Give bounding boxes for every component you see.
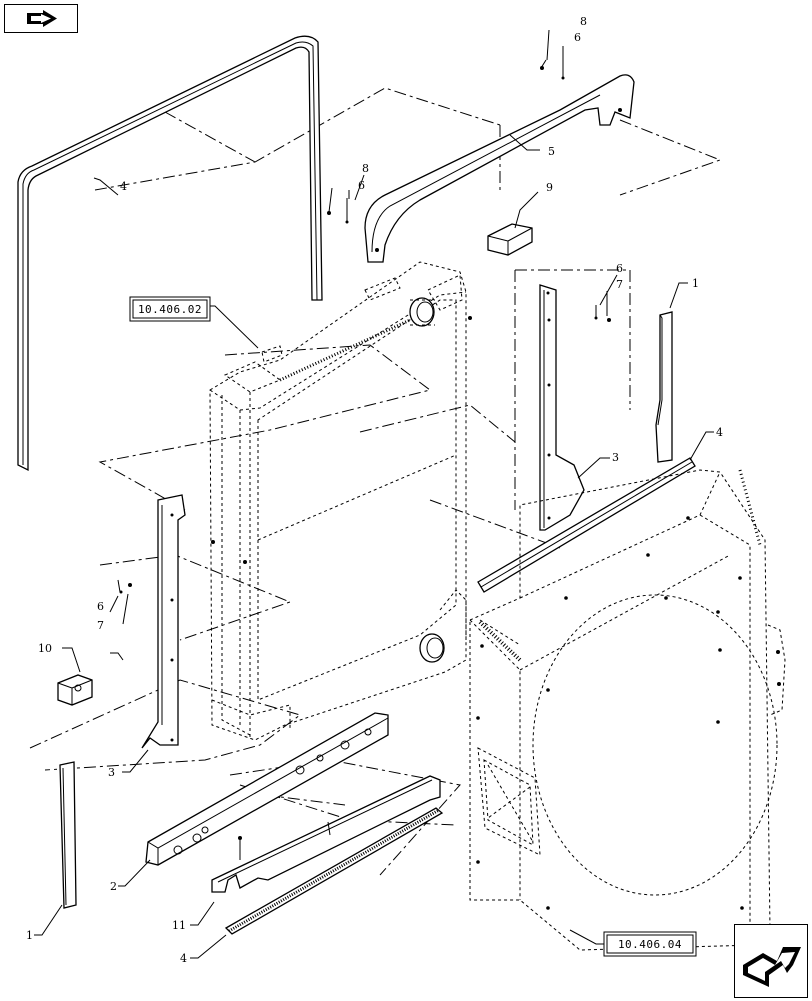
leader-lines bbox=[34, 29, 714, 959]
callout-11: 11 bbox=[172, 919, 186, 932]
callout-3: 3 bbox=[108, 766, 115, 779]
seal-strip-top bbox=[17, 35, 323, 472]
callout-3: 3 bbox=[612, 451, 619, 464]
callout-8: 8 bbox=[580, 15, 587, 28]
callout-6: 6 bbox=[616, 262, 623, 275]
callout-4: 4 bbox=[180, 952, 187, 965]
callout-7: 7 bbox=[616, 278, 623, 291]
bottom-mount-bracket bbox=[211, 775, 441, 893]
callout-2: 2 bbox=[110, 880, 117, 893]
callout-1: 1 bbox=[692, 277, 699, 290]
reference-link-radiator[interactable]: 10.406.02 bbox=[129, 296, 211, 322]
callout-8: 8 bbox=[362, 162, 369, 175]
callout-4: 4 bbox=[716, 426, 723, 439]
alignment-lines bbox=[29, 87, 722, 876]
callout-10: 10 bbox=[38, 642, 52, 655]
reference-label-radiator: 10.406.02 bbox=[138, 303, 202, 316]
foam-strip-left bbox=[59, 761, 77, 909]
seal-strip-bottom bbox=[224, 807, 444, 935]
arrow-previous-icon bbox=[27, 10, 57, 27]
reference-label-shroud: 10.406.04 bbox=[618, 938, 682, 951]
top-bracket bbox=[364, 74, 635, 263]
hardware-top bbox=[117, 59, 611, 594]
callout-6: 6 bbox=[97, 600, 104, 613]
side-channel-right bbox=[539, 284, 585, 531]
callout-5: 5 bbox=[548, 145, 555, 158]
rubber-block bbox=[487, 223, 533, 256]
foam-strip-right bbox=[655, 311, 673, 463]
clamp-block bbox=[57, 674, 93, 706]
side-channel-left bbox=[141, 494, 186, 749]
radiator-reference bbox=[209, 261, 472, 741]
callout-6: 6 bbox=[358, 179, 365, 192]
callout-9: 9 bbox=[546, 181, 553, 194]
reference-link-shroud[interactable]: 10.406.04 bbox=[603, 931, 697, 957]
nav-previous-button[interactable] bbox=[4, 4, 78, 33]
nav-next-button[interactable] bbox=[734, 924, 808, 998]
callout-4: 4 bbox=[120, 180, 127, 193]
callout-1: 1 bbox=[26, 929, 33, 942]
fan-shroud-reference bbox=[469, 469, 786, 951]
seal-strip-diagonal-right bbox=[477, 457, 696, 593]
arrow-next-icon bbox=[743, 947, 801, 987]
callout-7: 7 bbox=[97, 619, 104, 632]
lower-bracket bbox=[145, 712, 389, 866]
callout-labels: 8 6 5 4 8 6 9 6 7 1 4 3 6 7 10 3 2 11 1 … bbox=[26, 15, 723, 965]
callout-6: 6 bbox=[574, 31, 581, 44]
